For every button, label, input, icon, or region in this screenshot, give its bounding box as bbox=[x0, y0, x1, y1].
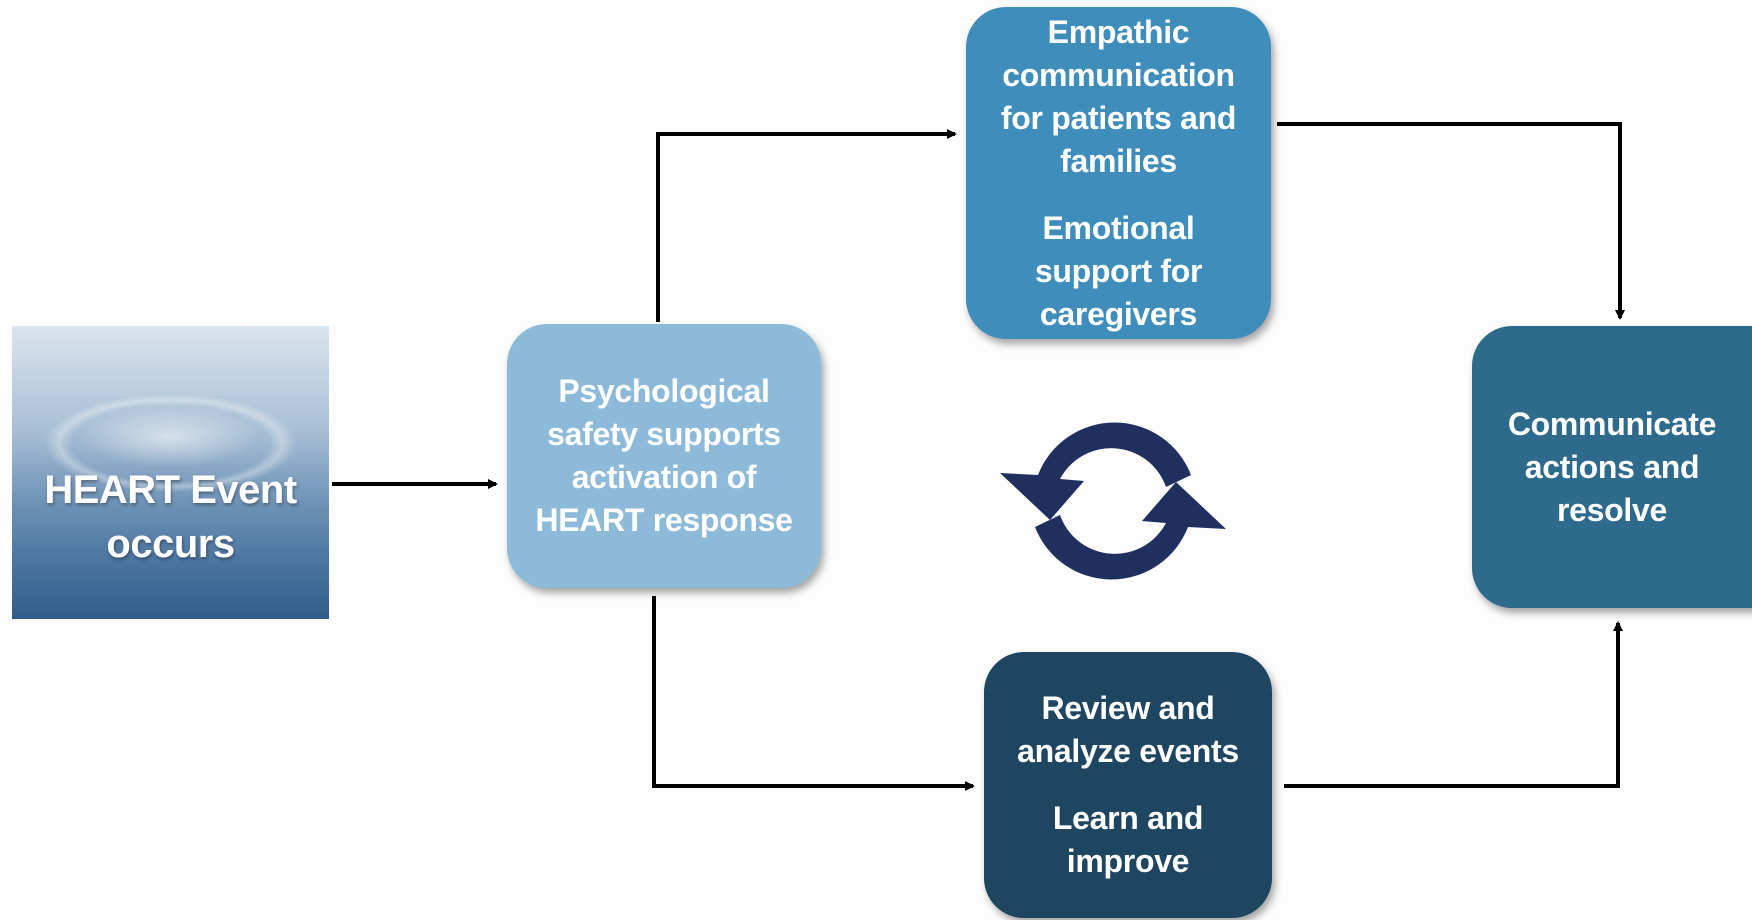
empathic-line-2: communication bbox=[1002, 56, 1235, 93]
emotional-line-1: Emotional bbox=[1042, 209, 1195, 246]
learn-line-1: Learn and bbox=[1052, 800, 1204, 836]
psych-line-1: Psychological bbox=[558, 373, 770, 409]
heart-event-box: HEART Event occurs bbox=[12, 326, 329, 619]
empathic-line-3: for patients and bbox=[1000, 99, 1237, 136]
psych-line-4: HEART response bbox=[535, 502, 793, 538]
arrow-review-to-communicate bbox=[1284, 621, 1623, 788]
communicate-line-3: resolve bbox=[1557, 491, 1667, 528]
heart-event-label-line-2: occurs bbox=[106, 522, 235, 566]
heart-event-label-line-1: HEART Event bbox=[44, 468, 297, 512]
communicate-line-1: Communicate bbox=[1507, 405, 1717, 442]
communicate-resolve-box: Communicate actions and resolve bbox=[1472, 326, 1752, 608]
arrow-psych-to-review bbox=[652, 596, 975, 791]
emotional-line-3: caregivers bbox=[1039, 295, 1198, 332]
empathic-line-1: Empathic bbox=[1047, 13, 1190, 50]
arrow-empathic-to-communicate bbox=[1277, 122, 1625, 320]
empathic-line-4: families bbox=[1060, 142, 1177, 179]
review-line-1: Review and bbox=[1041, 690, 1215, 726]
refresh-cycle-icon bbox=[1000, 422, 1226, 580]
learn-line-2: improve bbox=[1066, 843, 1190, 879]
psych-line-2: safety supports bbox=[547, 416, 781, 452]
communicate-line-2: actions and bbox=[1524, 448, 1700, 485]
emotional-line-2: support for bbox=[1034, 252, 1203, 289]
arrow-psych-to-empathic bbox=[656, 129, 957, 322]
empathic-communication-box: Empathic communication for patients and … bbox=[966, 7, 1271, 339]
review-line-2: analyze events bbox=[1017, 733, 1239, 769]
psychological-safety-box: Psychological safety supports activation… bbox=[507, 324, 821, 588]
psych-line-3: activation of bbox=[571, 459, 757, 495]
review-analyze-box: Review and analyze events Learn and impr… bbox=[984, 652, 1272, 918]
